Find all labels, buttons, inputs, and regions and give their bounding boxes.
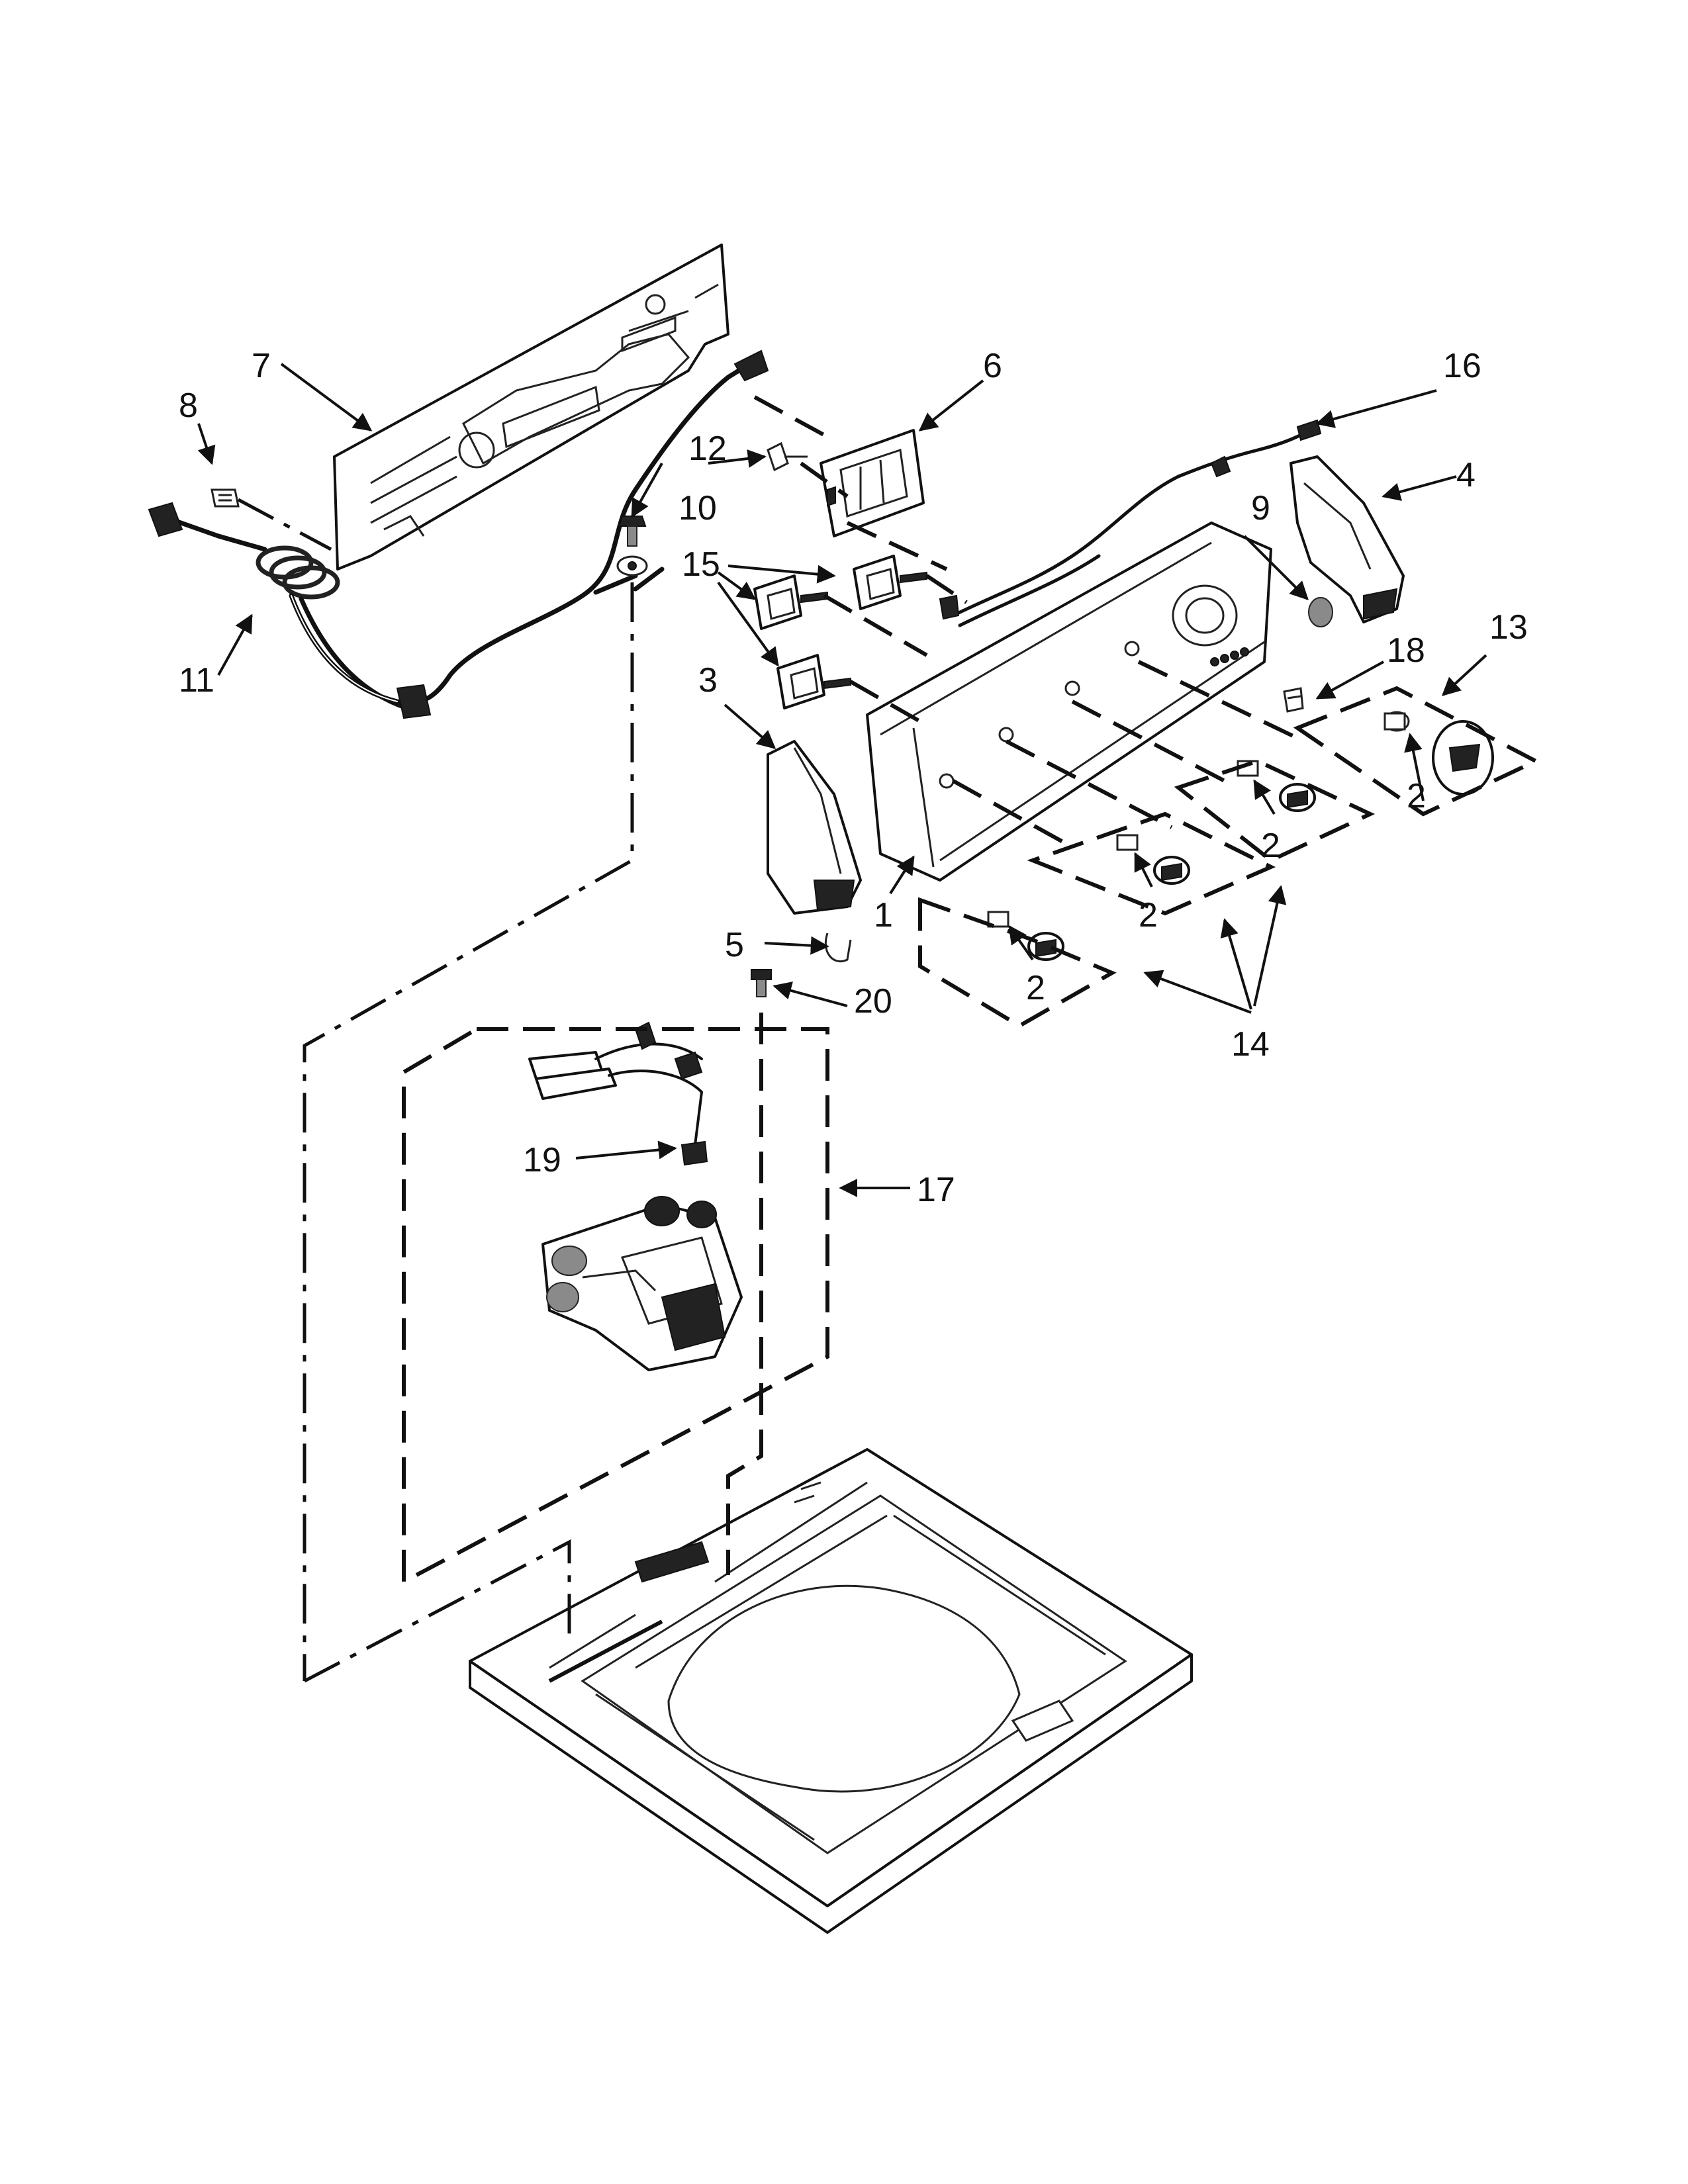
callout-19: 19 (523, 1141, 561, 1179)
water-valve-part-17 (541, 1196, 743, 1371)
callout-2-d: 2 (1407, 777, 1426, 815)
rear-panel-part-7 (333, 244, 729, 570)
callout-labels: 7 8 6 16 4 12 10 9 15 18 13 3 11 2 2 2 1… (179, 347, 1528, 1209)
callout-leaders (197, 363, 1487, 1197)
ground-screw-part-12 (616, 516, 648, 576)
callout-2-a: 2 (1026, 969, 1045, 1007)
callout-17: 17 (917, 1171, 955, 1209)
callout-1: 1 (874, 896, 893, 934)
end-cap-left-part-3 (767, 740, 862, 915)
button-part-9 (1308, 597, 1333, 627)
knob-part-13 (1383, 711, 1494, 796)
callout-8: 8 (179, 387, 198, 425)
screw-part-10 (767, 441, 808, 472)
switch-part-15a (753, 574, 828, 630)
power-cord-part-11 (148, 349, 769, 719)
switch-part-15b (853, 555, 927, 610)
callout-2-c: 2 (1261, 827, 1280, 865)
callout-18: 18 (1387, 631, 1425, 670)
knob-part-14c (987, 911, 1064, 961)
screw-part-18 (1283, 687, 1304, 713)
cabinet-top (469, 1448, 1193, 1934)
callout-10: 10 (679, 489, 717, 527)
knob-part-14b (1116, 834, 1190, 885)
callout-14: 14 (1231, 1025, 1270, 1064)
callout-7: 7 (252, 347, 271, 385)
clip-part-5 (824, 933, 852, 963)
callout-5: 5 (725, 926, 744, 964)
end-cap-right-part-4 (1289, 455, 1405, 623)
callout-6: 6 (983, 347, 1002, 385)
callout-16: 16 (1443, 347, 1481, 385)
callout-9: 9 (1251, 489, 1270, 527)
wire-harness-part-16 (939, 419, 1322, 627)
callout-2-b: 2 (1139, 896, 1158, 934)
callout-11: 11 (179, 661, 214, 700)
callout-12: 12 (688, 430, 727, 468)
callout-13: 13 (1489, 608, 1528, 647)
switch-part-15c (776, 654, 851, 709)
callout-4: 4 (1456, 456, 1476, 494)
callout-3: 3 (698, 661, 718, 700)
callout-20: 20 (854, 982, 892, 1021)
screw-part-8 (211, 488, 240, 508)
screw-part-20 (751, 969, 772, 997)
control-board-part-6 (820, 429, 925, 537)
callout-15: 15 (682, 545, 720, 584)
harness-part-19 (528, 1021, 708, 1166)
